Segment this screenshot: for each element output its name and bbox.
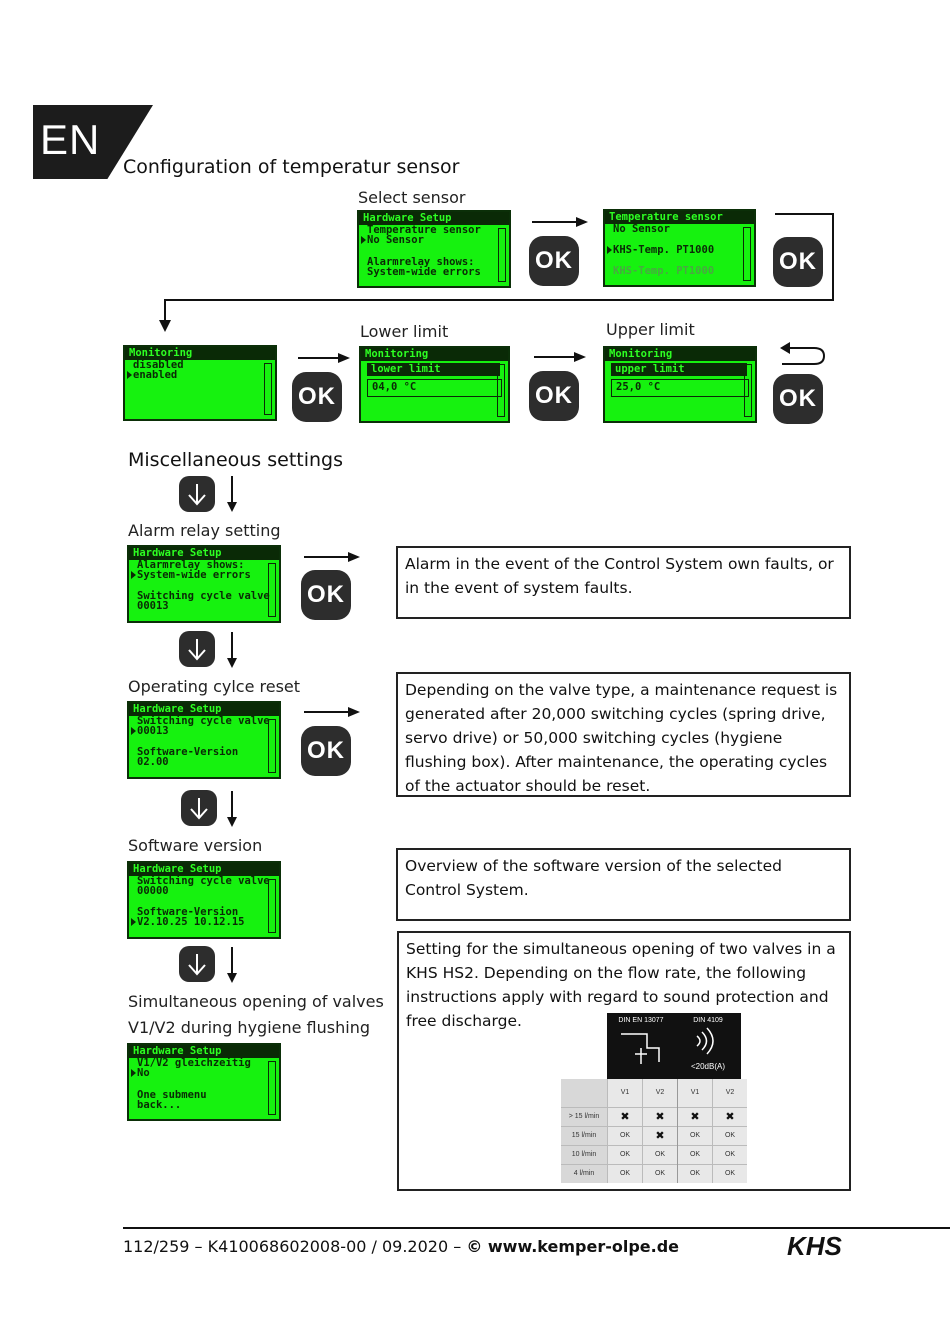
description-operating-cycle: Depending on the valve type, a maintenan…	[396, 672, 851, 797]
language-code: EN	[40, 116, 101, 163]
din-cell: OK	[677, 1144, 713, 1164]
khs-logo: KHS	[787, 1231, 842, 1261]
description-simultaneous-opening: Setting for the simultaneous opening of …	[397, 931, 851, 1191]
footer-website-link[interactable]: © www.kemper-olpe.de	[466, 1237, 680, 1256]
arrow-right-icon	[534, 352, 586, 362]
flow-connector	[159, 213, 834, 332]
din-cell: OK	[642, 1163, 678, 1183]
arrow-down-icon	[227, 791, 237, 827]
lcd-upper-limit: Monitoring upper limit 25,0 °C	[603, 346, 757, 423]
description-software-version: Overview of the software version of the …	[396, 848, 851, 921]
din-4109-header: DIN 4109 <20dB(A)	[675, 1013, 741, 1079]
din-cell: ✖	[642, 1106, 678, 1126]
arrow-down-icon	[227, 947, 237, 983]
down-button[interactable]	[181, 790, 217, 826]
lcd-monitoring: Monitoring disabled enabled	[123, 345, 277, 421]
arrow-right-icon	[304, 707, 360, 717]
din-row-label: 4 l/min	[561, 1163, 608, 1183]
ok-button[interactable]: OK	[529, 371, 579, 421]
arrow-right-icon	[298, 353, 350, 363]
din-4109-label: DIN 4109	[693, 1017, 723, 1024]
din-row-label: 10 l/min	[561, 1144, 608, 1164]
din-cell: OK	[712, 1125, 747, 1145]
din-col-header: V2	[712, 1079, 747, 1107]
din-cell: OK	[712, 1163, 747, 1183]
label-alarm-relay: Alarm relay setting	[128, 521, 281, 540]
arrow-right-icon	[532, 217, 588, 227]
ok-button[interactable]: OK	[301, 726, 351, 776]
ok-button[interactable]: OK	[301, 570, 351, 620]
label-upper-limit: Upper limit	[606, 320, 695, 339]
din-cell: ✖	[642, 1125, 678, 1145]
return-arrow-icon	[780, 342, 826, 365]
lcd-operating-cycle: Hardware Setup Switching cycle valve 000…	[127, 701, 281, 779]
lcd-lower-limit: Monitoring lower limit 04,0 °C	[359, 346, 510, 423]
description-text: Setting for the simultaneous opening of …	[406, 940, 836, 1030]
arrow-down-icon	[190, 798, 208, 820]
din-col-header: V2	[642, 1079, 678, 1107]
din-cell: OK	[607, 1163, 643, 1183]
din-cell: ✖	[677, 1106, 713, 1126]
din-table-row: > 15 l/min✖✖✖✖	[561, 1106, 747, 1126]
arrow-down-icon	[188, 484, 206, 506]
arrow-down-icon	[188, 639, 206, 661]
label-select-sensor: Select sensor	[358, 188, 466, 207]
din-4109-db-label: <20dB(A)	[690, 1062, 726, 1071]
footer-page-ref: 112/259 – K410068602008-00 / 09.2020 –	[123, 1237, 467, 1256]
din-col-header: V1	[677, 1079, 713, 1107]
footer-rule	[123, 1227, 950, 1229]
ok-button[interactable]: OK	[773, 374, 823, 424]
down-button[interactable]	[179, 476, 215, 512]
label-simultaneous-1: Simultaneous opening of valves	[128, 992, 384, 1011]
din-cell: OK	[607, 1144, 643, 1164]
misc-heading: Miscellaneous settings	[128, 449, 344, 471]
lcd-temperature-sensor: Temperature sensor No Sensor KHS-Temp. P…	[603, 209, 756, 287]
lcd-simultaneous-opening: Hardware Setup V1/V2 gleichzeitig No One…	[127, 1043, 281, 1121]
free-discharge-icon	[621, 1033, 660, 1064]
din-cell: OK	[607, 1125, 643, 1145]
din-en-13077-header: DIN EN 13077	[607, 1013, 675, 1079]
din-cell: OK	[642, 1144, 678, 1164]
din-cell: OK	[712, 1144, 747, 1164]
din-cell: OK	[677, 1163, 713, 1183]
down-button[interactable]	[179, 946, 215, 982]
lcd-alarm-relay: Hardware Setup Alarmrelay shows: System-…	[127, 545, 281, 623]
din-en-13077-label: DIN EN 13077	[618, 1017, 664, 1024]
ok-button[interactable]: OK	[292, 372, 342, 422]
arrow-down-icon	[227, 632, 237, 668]
label-software-version: Software version	[128, 836, 263, 855]
din-row-label: > 15 l/min	[561, 1106, 608, 1126]
lcd-hardware-setup-sensor: Hardware Setup Temperature sensor No Sen…	[357, 210, 511, 288]
arrow-down-icon	[188, 954, 206, 976]
din-cell: OK	[677, 1125, 713, 1145]
sound-icon	[696, 1027, 714, 1055]
ok-button[interactable]: OK	[773, 237, 823, 287]
din-col-header: V1	[607, 1079, 643, 1107]
label-simultaneous-2: V1/V2 during hygiene flushing	[128, 1018, 370, 1037]
footer-text: 112/259 – K410068602008-00 / 09.2020 – ©…	[123, 1237, 679, 1256]
din-row-label: 15 l/min	[561, 1125, 608, 1145]
ok-button[interactable]: OK	[529, 236, 579, 286]
din-cell: ✖	[607, 1106, 643, 1126]
section-title: Configuration of temperatur sensor	[123, 156, 460, 178]
label-lower-limit: Lower limit	[360, 322, 449, 341]
lcd-software-version: Hardware Setup Switching cycle valve 000…	[127, 861, 281, 939]
description-alarm-relay: Alarm in the event of the Control System…	[396, 546, 851, 619]
arrow-down-icon	[227, 476, 237, 512]
din-cell: ✖	[712, 1106, 747, 1126]
label-operating-cycle: Operating cylce reset	[128, 677, 301, 696]
down-button[interactable]	[179, 631, 215, 667]
arrow-right-icon	[304, 552, 360, 562]
